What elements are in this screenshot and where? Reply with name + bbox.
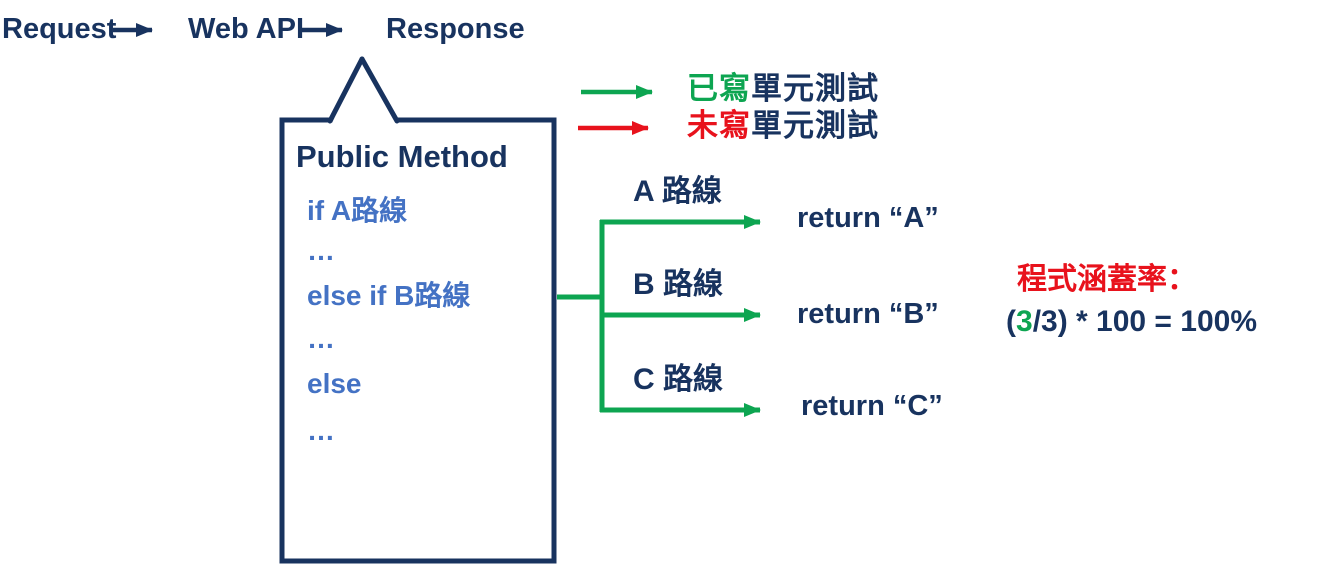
code-line-if-a: if A路線	[307, 195, 408, 226]
coverage-formula-covered-count: 3	[1016, 305, 1033, 338]
legend-unwritten-rest: 單元測試	[751, 108, 879, 143]
branch-c-label: C 路線	[633, 363, 723, 396]
return-c-label: return “C”	[801, 390, 943, 422]
response-label: Response	[386, 13, 525, 45]
branch-a-label: A 路線	[633, 175, 722, 208]
legend-written-rest: 單元測試	[751, 71, 879, 106]
code-line-ellipsis-1: …	[307, 235, 335, 266]
callout-triangle-left-edge	[327, 56, 365, 124]
public-method-box	[279, 117, 557, 564]
coverage-title: 程式涵蓋率：	[1017, 263, 1197, 296]
callout-triangle-right-edge	[359, 56, 400, 124]
coverage-formula: (3/3) * 100 = 100%	[1006, 305, 1257, 338]
legend-unwritten-tests: 未寫單元測試	[687, 108, 879, 143]
legend-written-highlight: 已寫	[687, 71, 751, 106]
code-line-else: else	[307, 368, 362, 399]
return-a-label: return “A”	[797, 202, 939, 234]
web-api-label: Web API	[188, 13, 305, 45]
coverage-formula-rest: /3) * 100 = 100%	[1032, 305, 1258, 338]
code-line-else-if-b: else if B路線	[307, 280, 471, 311]
callout-triangle	[331, 58, 398, 125]
branch-b-label: B 路線	[633, 268, 723, 301]
public-method-title: Public Method	[296, 139, 508, 174]
request-label: Request	[2, 13, 117, 45]
code-line-ellipsis-2: …	[307, 323, 335, 354]
return-b-label: return “B”	[797, 298, 939, 330]
coverage-formula-prefix: (	[1006, 305, 1016, 338]
code-line-ellipsis-3: …	[307, 415, 335, 446]
legend-written-tests: 已寫單元測試	[687, 71, 879, 106]
legend-unwritten-highlight: 未寫	[687, 108, 751, 143]
